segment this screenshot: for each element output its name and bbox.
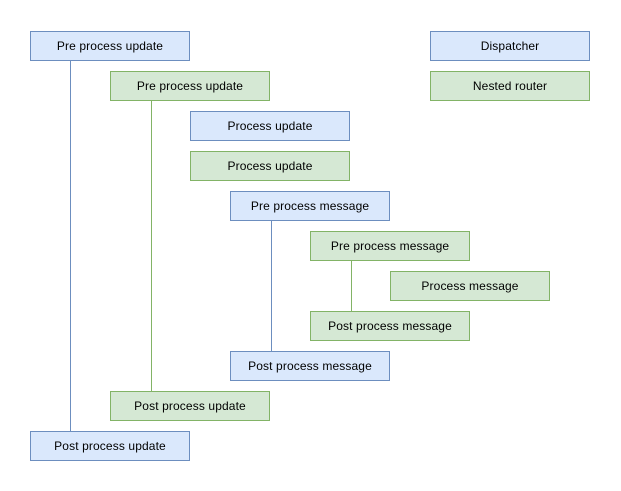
node-label: Pre process update: [136, 79, 244, 93]
node-label: Process update: [227, 159, 313, 173]
legend-item-dispatcher[interactable]: Dispatcher: [430, 31, 590, 61]
node-label: Post process update: [134, 399, 246, 413]
node-process-update-router[interactable]: Process update: [190, 151, 350, 181]
node-label: Process update: [227, 119, 313, 133]
node-post-process-message-dispatcher[interactable]: Post process message: [230, 351, 390, 381]
legend-item-label: Dispatcher: [480, 39, 540, 53]
node-label: Post process update: [54, 439, 166, 453]
node-pre-process-message-dispatcher[interactable]: Pre process message: [230, 191, 390, 221]
node-label: Pre process update: [56, 39, 164, 53]
node-post-process-update-router[interactable]: Post process update: [110, 391, 270, 421]
node-label: Process message: [421, 279, 519, 293]
connector-pre-update-to-post-update-dispatcher: [70, 61, 71, 431]
node-label: Post process message: [328, 319, 452, 333]
node-pre-process-message-router[interactable]: Pre process message: [310, 231, 470, 261]
connector-pre-message-to-post-message-dispatcher: [271, 221, 272, 351]
connector-pre-message-to-post-message-router: [351, 261, 352, 311]
node-post-process-message-router[interactable]: Post process message: [310, 311, 470, 341]
node-label: Post process message: [248, 359, 372, 373]
node-pre-process-update-router[interactable]: Pre process update: [110, 71, 270, 101]
legend-item-label: Nested router: [472, 79, 548, 93]
node-label: Pre process message: [330, 239, 450, 253]
node-process-message-router[interactable]: Process message: [390, 271, 550, 301]
node-label: Pre process message: [250, 199, 370, 213]
node-pre-process-update-dispatcher[interactable]: Pre process update: [30, 31, 190, 61]
connector-pre-update-to-post-update-router: [151, 101, 152, 391]
legend-item-nested-router[interactable]: Nested router: [430, 71, 590, 101]
node-process-update-dispatcher[interactable]: Process update: [190, 111, 350, 141]
node-post-process-update-dispatcher[interactable]: Post process update: [30, 431, 190, 461]
